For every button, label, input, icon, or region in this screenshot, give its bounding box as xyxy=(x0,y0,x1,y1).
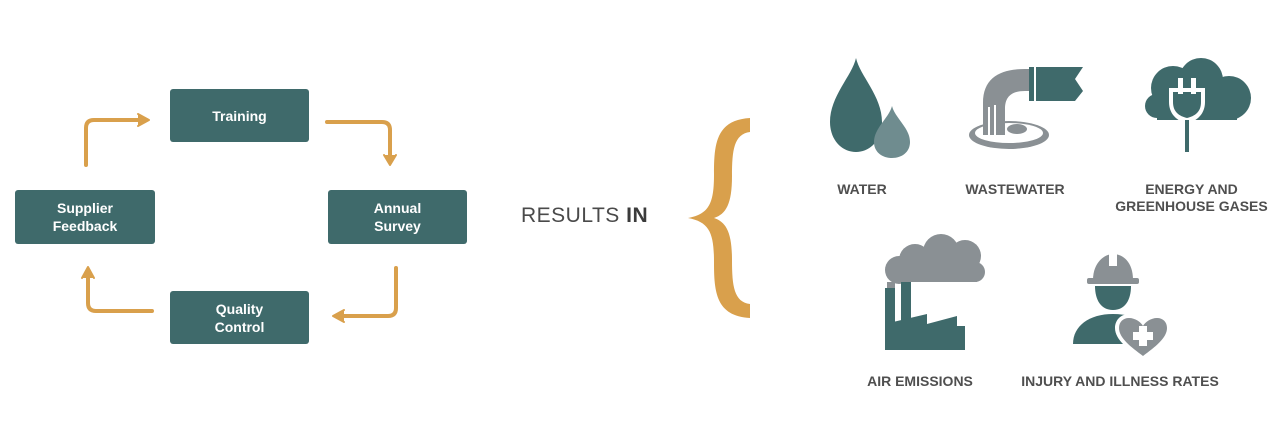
annual-survey-box: Annual Survey xyxy=(328,190,467,244)
injury-label: INJURY AND ILLNESS RATES xyxy=(1020,373,1220,390)
results-in-heading: RESULTS IN xyxy=(521,204,648,228)
injury-label-text: INJURY AND ILLNESS RATES xyxy=(1021,373,1219,389)
results-prefix: RESULTS xyxy=(521,204,627,227)
annual-survey-label-line2: Survey xyxy=(374,218,421,234)
quality-control-box: Quality Control xyxy=(170,291,309,344)
energy-label: ENERGY AND GREENHOUSE GASES xyxy=(1114,181,1269,215)
supplier-feedback-box: Supplier Feedback xyxy=(15,190,155,244)
quality-control-label-line2: Control xyxy=(214,318,265,335)
wastewater-label: WASTEWATER xyxy=(955,181,1075,198)
training-label: Training xyxy=(212,107,267,124)
supplier-feedback-label-line2: Feedback xyxy=(52,218,118,234)
factory-smoke-icon xyxy=(885,234,985,350)
quality-control-label-line1: Quality xyxy=(215,300,264,317)
supplier-feedback-label-line1: Supplier xyxy=(56,200,113,216)
curly-brace-icon xyxy=(688,118,750,318)
wastewater-label-text: WASTEWATER xyxy=(965,181,1065,197)
air-emissions-label: AIR EMISSIONS xyxy=(860,373,980,390)
water-label-text: WATER xyxy=(837,181,887,197)
training-box: Training xyxy=(170,89,309,142)
water-drops-icon xyxy=(830,58,910,158)
annual-survey-label-line1: Annual xyxy=(373,200,422,216)
worker-heart-icon xyxy=(1073,254,1171,360)
energy-plug-cloud-icon xyxy=(1145,58,1251,154)
energy-label-line2: GREENHOUSE GASES xyxy=(1115,198,1268,214)
energy-label-line1: ENERGY AND xyxy=(1145,181,1238,197)
results-emphasis: IN xyxy=(626,204,649,227)
wastewater-pipe-icon xyxy=(969,67,1083,149)
water-label: WATER xyxy=(812,181,912,198)
air-emissions-label-text: AIR EMISSIONS xyxy=(867,373,973,389)
